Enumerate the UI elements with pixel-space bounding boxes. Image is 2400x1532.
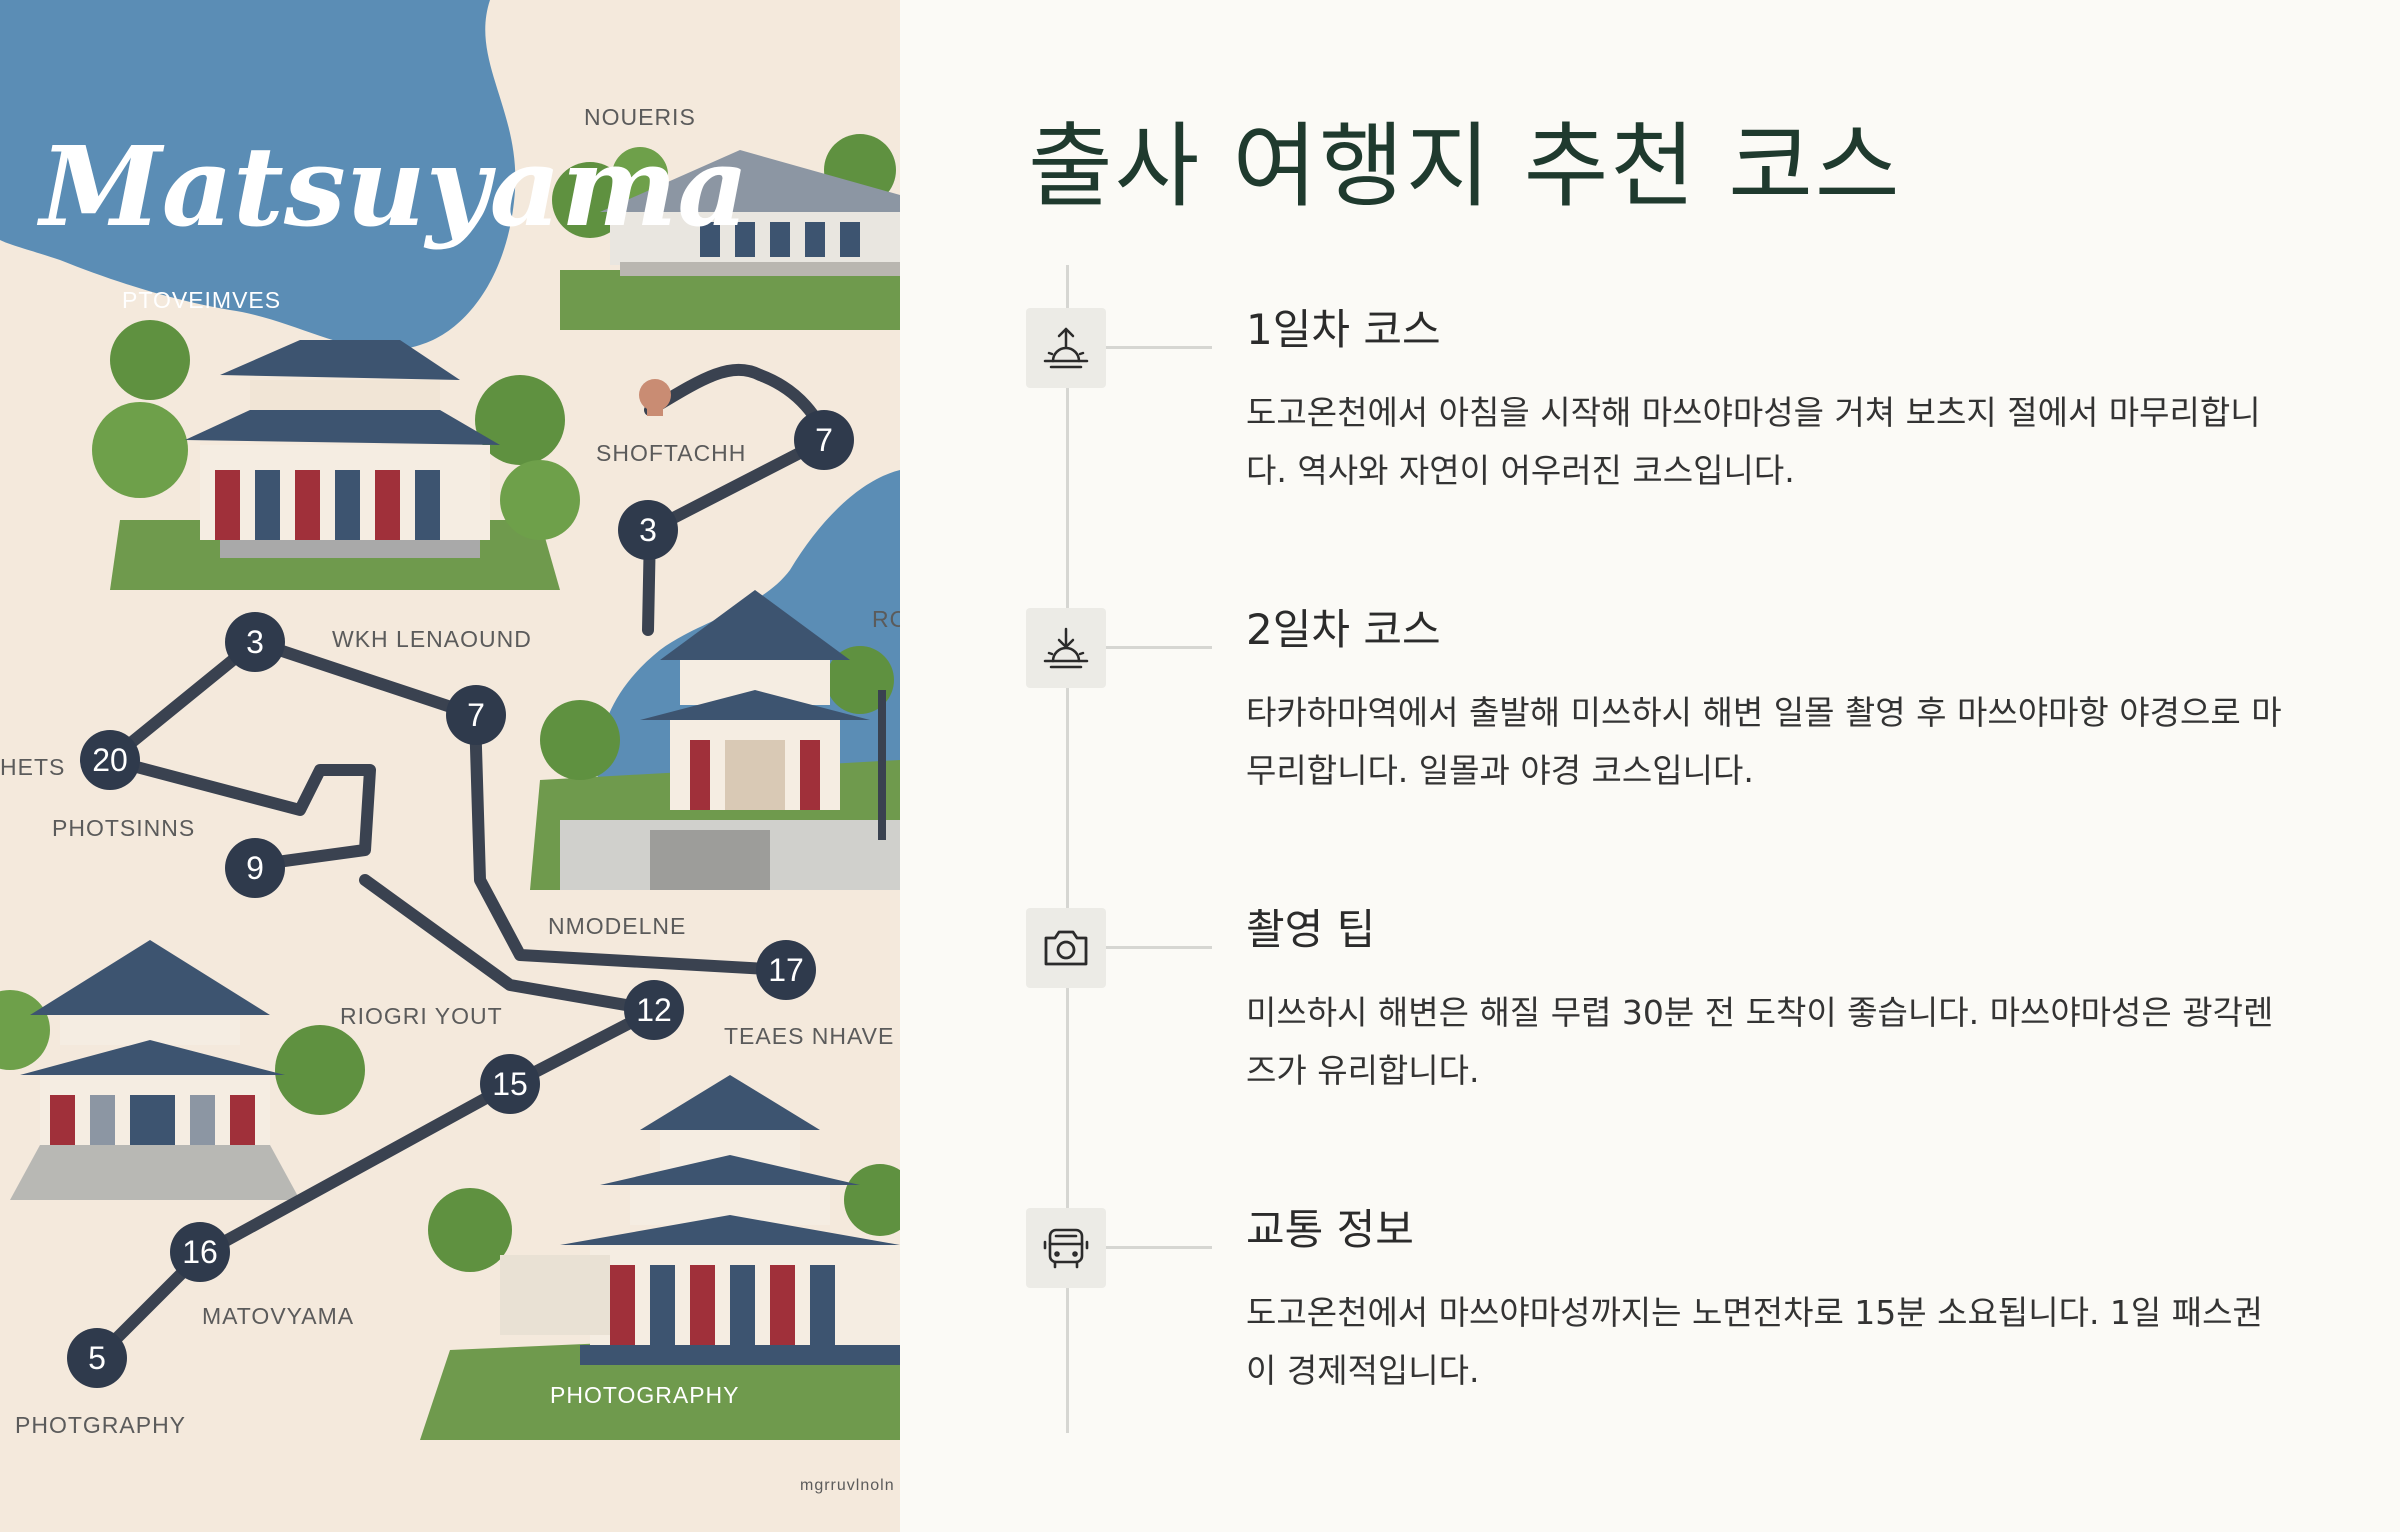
step-connector bbox=[1106, 946, 1212, 949]
svg-text:3: 3 bbox=[246, 624, 264, 660]
step-description: 도고온천에서 마쓰야마성까지는 노면전차로 15분 소요됩니다. 1일 패스권이… bbox=[1246, 1293, 2263, 1390]
timeline-step-photo-tips: 촬영 팁 미쓰하시 해변은 해질 무렵 30분 전 도착이 좋습니다. 마쓰야마… bbox=[900, 905, 2400, 1128]
route-badge: 15 bbox=[480, 1054, 540, 1114]
map-pin-icon bbox=[639, 379, 671, 416]
step-description: 타카하마역에서 출발해 미쓰하시 해변 일몰 촬영 후 마쓰야마항 야경으로 마… bbox=[1246, 693, 2282, 790]
step-title: 1일차 코스 bbox=[1246, 305, 1441, 354]
step-title: 촬영 팁 bbox=[1246, 905, 1376, 954]
temple-left-upper bbox=[92, 320, 580, 590]
map-label-photography-left: PHOTGRAPHY bbox=[15, 1412, 186, 1438]
map-label-hets: HETS bbox=[0, 754, 65, 780]
svg-text:20: 20 bbox=[92, 742, 128, 778]
svg-text:9: 9 bbox=[246, 850, 264, 886]
step-connector bbox=[1106, 1246, 1212, 1249]
route-badge: 7 bbox=[794, 410, 854, 470]
camera-icon bbox=[1026, 908, 1106, 988]
map-routes bbox=[89, 363, 831, 1366]
map-label-ptoveimves: PTOVEIMVES bbox=[122, 287, 281, 313]
route-badge: 20 bbox=[80, 730, 140, 790]
temple-bottom-right bbox=[420, 1075, 900, 1440]
route-badge: 3 bbox=[618, 500, 678, 560]
timeline-step-day2: 2일차 코스 타카하마역에서 출발해 미쓰하시 해변 일몰 촬영 후 마쓰야마항… bbox=[900, 605, 2400, 828]
step-connector bbox=[1106, 646, 1212, 649]
svg-text:3: 3 bbox=[639, 512, 657, 548]
map-label-noueris: NOUERIS bbox=[584, 104, 696, 130]
map-label-photography-right: PHOTOGRAPHY bbox=[550, 1382, 740, 1408]
svg-text:12: 12 bbox=[636, 992, 672, 1028]
step-title: 2일차 코스 bbox=[1246, 605, 1441, 654]
step-connector bbox=[1106, 346, 1212, 349]
page-title: 출사 여행지 추천 코스 bbox=[1028, 113, 1902, 220]
map-label-wkh-lenaound: WKH LENAOUND bbox=[332, 626, 532, 652]
route-badge: 5 bbox=[67, 1328, 127, 1388]
timeline-step-transport: 교통 정보 도고온천에서 마쓰야마성까지는 노면전차로 15분 소요됩니다. 1… bbox=[900, 1205, 2400, 1428]
route-badge: 17 bbox=[756, 940, 816, 1000]
route-badge: 9 bbox=[225, 838, 285, 898]
svg-text:15: 15 bbox=[492, 1066, 528, 1102]
step-description: 미쓰하시 해변은 해질 무렵 30분 전 도착이 좋습니다. 마쓰야마성은 광각… bbox=[1246, 993, 2274, 1090]
temple-right-middle bbox=[530, 590, 900, 890]
map-label-ro: RO bbox=[872, 606, 900, 632]
map-brand-title: Matsuyama bbox=[36, 122, 749, 251]
map-label-matovyama: MATOVYAMA bbox=[202, 1303, 354, 1329]
svg-text:5: 5 bbox=[88, 1340, 106, 1376]
sunrise-icon bbox=[1026, 308, 1106, 388]
map-label-photsinns: PHOTSINNS bbox=[52, 815, 195, 841]
course-panel: 출사 여행지 추천 코스 1일차 코스 도고온천에서 아침을 시작해 마쓰야마성… bbox=[900, 0, 2400, 1532]
map-label-teaes-nhave: TEAES NHAVE bbox=[724, 1023, 894, 1049]
svg-text:7: 7 bbox=[815, 422, 833, 458]
map-label-shoftachh: SHOFTACHH bbox=[596, 440, 746, 466]
map-water-top bbox=[0, 0, 516, 351]
route-badge: 7 bbox=[446, 685, 506, 745]
svg-text:17: 17 bbox=[768, 952, 804, 988]
map-illustration: Matsuyama PTOVEIMVES NOUERIS SHOFTACHH W… bbox=[0, 0, 900, 1532]
route-badge: 16 bbox=[170, 1222, 230, 1282]
map-label-nmodelne: NMODELNE bbox=[548, 913, 686, 939]
temple-left-lower bbox=[0, 940, 365, 1200]
map-label-riogri-yout: RIOGRI YOUT bbox=[340, 1003, 503, 1029]
step-title: 교통 정보 bbox=[1246, 1205, 1414, 1254]
timeline-step-day1: 1일차 코스 도고온천에서 아침을 시작해 마쓰야마성을 거쳐 보츠지 절에서 … bbox=[900, 305, 2400, 528]
temple-top-right bbox=[552, 134, 900, 330]
timeline-line bbox=[1066, 265, 1069, 1433]
bus-icon bbox=[1026, 1208, 1106, 1288]
sunset-icon bbox=[1026, 608, 1106, 688]
route-badge: 12 bbox=[624, 980, 684, 1040]
route-badge: 3 bbox=[225, 612, 285, 672]
step-description: 도고온천에서 아침을 시작해 마쓰야마성을 거쳐 보츠지 절에서 마무리합니다.… bbox=[1246, 393, 2261, 490]
map-credit: mgrruvlnoln bbox=[800, 1477, 895, 1494]
svg-text:16: 16 bbox=[182, 1234, 218, 1270]
svg-text:7: 7 bbox=[467, 697, 485, 733]
illustrated-map: Matsuyama PTOVEIMVES NOUERIS SHOFTACHH W… bbox=[0, 0, 900, 1532]
